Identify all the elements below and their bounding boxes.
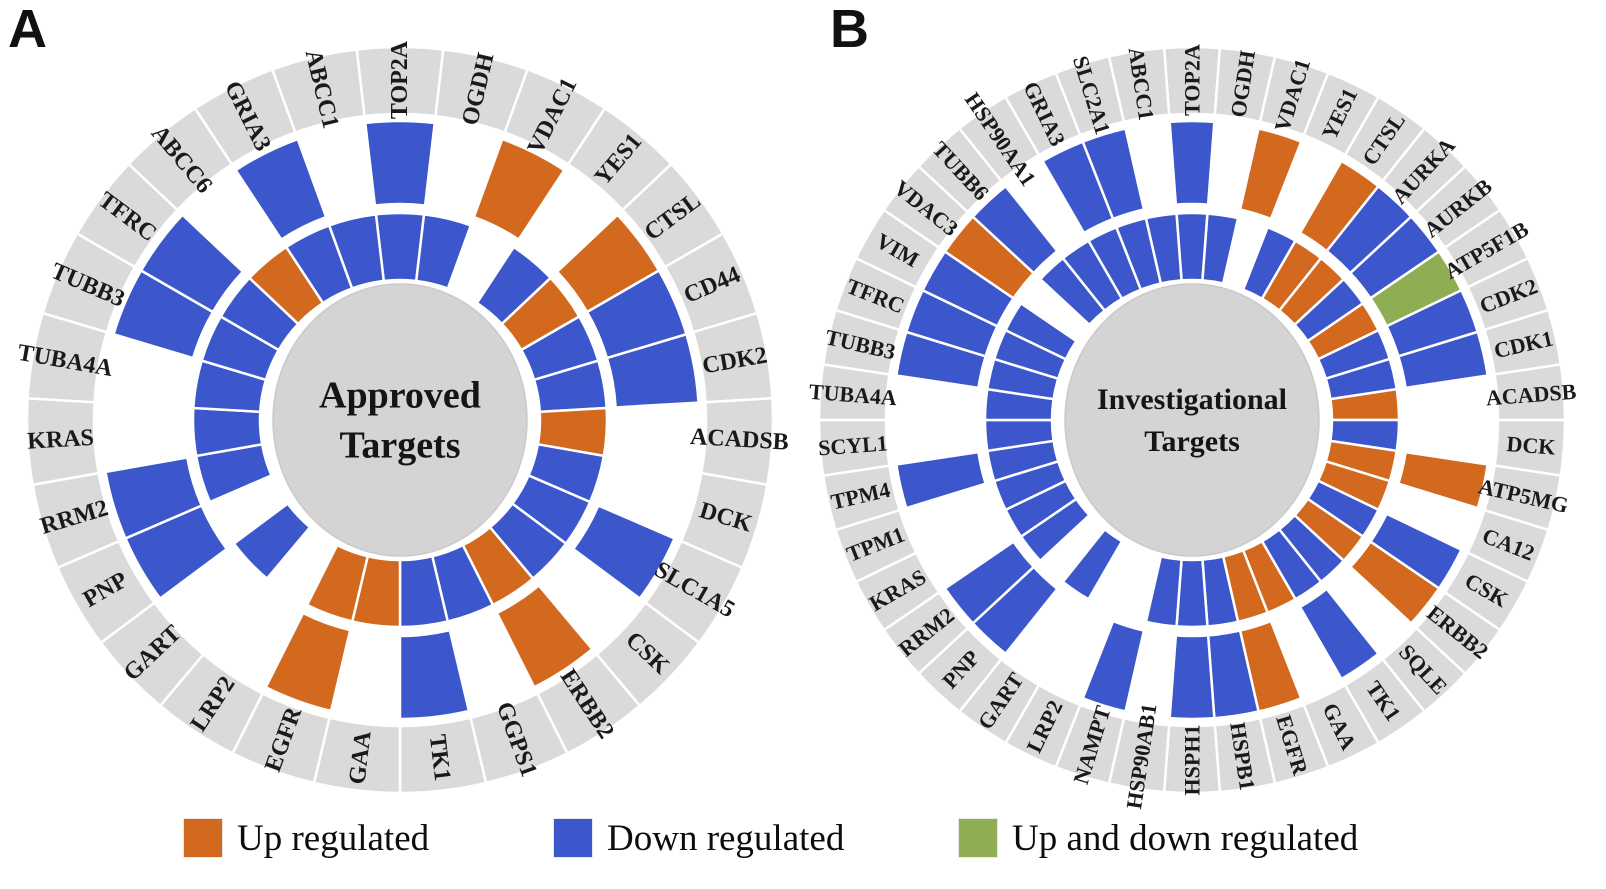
outer-segment-SLC2A1	[1081, 127, 1146, 221]
gene-label-GAA: GAA	[345, 729, 377, 786]
gene-label-TOP2A: TOP2A	[387, 40, 413, 119]
label-ring-cell-ABCC1	[270, 48, 366, 135]
outer-segment-VDAC1	[472, 137, 567, 242]
legend-label: Down regulated	[607, 817, 845, 859]
outer-segment-ERBB2	[1348, 539, 1441, 626]
inner-segment-OGDH	[1201, 212, 1240, 286]
outer-segment-ATP5MG	[1396, 450, 1490, 510]
outer-segment-TFRC	[139, 213, 245, 314]
inner-segment-ABCC1	[1144, 212, 1183, 286]
panel-b-letter: B	[830, 0, 869, 59]
center-disc	[1064, 283, 1320, 557]
inner-segment-VIM	[1003, 301, 1079, 361]
up-regulated-swatch-icon	[183, 818, 223, 858]
legend-label: Up and down regulated	[1012, 817, 1359, 859]
inner-segment-GART	[1061, 527, 1124, 601]
outer-segment-SLC1A5	[571, 503, 677, 601]
down-regulated-swatch-icon	[553, 818, 593, 858]
inner-segment-EGFR	[305, 543, 370, 623]
legend: Up regulated Down regulated Up and down …	[0, 816, 1606, 876]
center-disc	[272, 283, 528, 557]
legend-item-down-regulated: Down regulated	[553, 816, 844, 860]
outer-segment-VDAC1	[1238, 127, 1303, 221]
outer-segment-TOP2A	[1168, 119, 1216, 206]
inner-segment-GART	[232, 501, 312, 581]
gene-label-TK1: TK1	[424, 733, 455, 782]
gene-label-KRAS: KRAS	[27, 425, 95, 455]
gene-label-SCYL1: SCYL1	[817, 430, 888, 460]
gene-label-TOP2A: TOP2A	[1180, 44, 1205, 116]
outer-segment-RRM2	[104, 456, 204, 541]
outer-segment-RRM2	[943, 539, 1036, 626]
legend-item-up-regulated: Up regulated	[183, 816, 429, 860]
outer-segment-ERBB2	[495, 583, 594, 689]
legend-label: Up regulated	[237, 817, 430, 859]
outer-segment-TK1	[1298, 587, 1381, 681]
legend-item-up-and-down-regulated: Up and down regulated	[958, 816, 1358, 860]
outer-segment-TPM4	[894, 450, 988, 510]
up-and-down-regulated-swatch-icon	[958, 818, 998, 858]
outer-segment-GRIA3	[233, 137, 328, 242]
label-ring-cell-ABCC1	[1107, 46, 1171, 124]
outer-segment-EGFR	[264, 611, 352, 713]
outer-segment-HSPH1	[1168, 634, 1216, 721]
outer-segment-NAMPT	[1081, 619, 1146, 713]
outer-segment-TUBB6	[971, 184, 1060, 275]
outer-segment-TK1	[398, 628, 471, 721]
inner-segment-HSP90AB1	[1144, 554, 1183, 628]
gene-label-DCK: DCK	[1506, 431, 1557, 460]
panel-a-letter: A	[8, 0, 47, 59]
gene-label-HSPH1: HSPH1	[1180, 725, 1205, 796]
inner-segment-OGDH	[414, 213, 473, 291]
outer-segment-CDK2	[605, 332, 700, 409]
inner-segment-ABCC1	[327, 213, 386, 291]
gene-label-ACADSB: ACADSB	[689, 424, 789, 456]
outer-segment-TOP2A	[363, 119, 437, 207]
outer-segment-CDK1	[1396, 330, 1490, 390]
